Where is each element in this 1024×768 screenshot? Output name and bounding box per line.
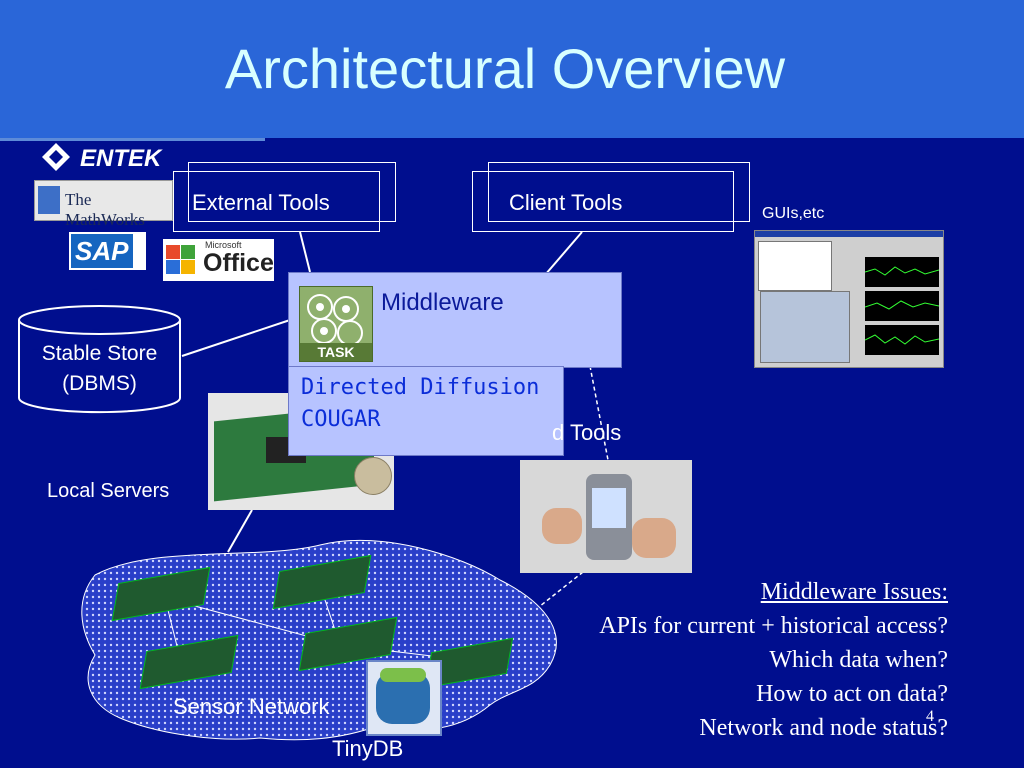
issue-item: Network and node status?	[699, 715, 948, 741]
sap-logo: SAP	[69, 232, 146, 270]
client-tools-box: Client Tools	[472, 171, 734, 232]
middleware-label: Middleware	[381, 289, 504, 316]
office-small-text: Microsoft	[205, 240, 242, 250]
directed-diffusion-label: Directed Diffusion	[301, 375, 540, 400]
handheld-tools-label: d Tools	[552, 420, 622, 445]
tinydb-mote-image	[366, 660, 442, 736]
office-icon-red	[166, 245, 180, 259]
task-text: TASK	[317, 344, 354, 360]
entek-text: ENTEK	[80, 145, 163, 172]
line-handheld-to-middleware	[589, 365, 609, 461]
stable-store-cylinder: Stable Store (DBMS)	[17, 304, 182, 414]
entek-logo: ENTEK	[42, 140, 177, 174]
issues-heading: Middleware Issues:	[760, 579, 948, 605]
office-icon-green	[181, 245, 195, 259]
mathworks-logo: The MathWorks	[34, 180, 173, 229]
local-servers-label: Local Servers	[47, 480, 170, 502]
title-bar	[0, 0, 1024, 138]
office-logo: Microsoft Office	[163, 239, 274, 281]
page-number: 4	[926, 708, 934, 725]
external-tools-label: External Tools	[192, 190, 330, 215]
office-icon-yellow	[181, 260, 195, 274]
issue-item: APIs for current + historical access?	[599, 613, 948, 639]
sap-badge	[71, 234, 133, 268]
gui-screenshot-image	[754, 230, 944, 368]
sap-text: SAP	[75, 236, 129, 266]
external-tools-box: External Tools	[173, 171, 380, 232]
mathworks-icon	[38, 186, 60, 214]
office-text: Office	[203, 249, 274, 277]
task-logo: TASK	[299, 286, 373, 362]
mathworks-text: The MathWorks	[65, 190, 145, 229]
line-client-to-middleware	[544, 231, 583, 276]
line-external-to-middleware	[299, 231, 311, 273]
external-tools-back	[188, 162, 396, 222]
issue-item: Which data when?	[769, 647, 948, 673]
client-tools-label: Client Tools	[509, 190, 623, 215]
handheld-device-image	[520, 460, 692, 573]
line-servers-to-network	[227, 509, 253, 553]
office-icon-blue	[166, 260, 180, 274]
line-store-to-middleware	[181, 319, 291, 357]
sensor-network-label: Sensor Network	[173, 694, 330, 719]
header-divider	[0, 138, 265, 141]
protocols-box: Directed Diffusion COUGAR	[288, 366, 564, 456]
issue-item: How to act on data?	[756, 681, 948, 707]
cougar-label: COUGAR	[301, 407, 381, 432]
client-tools-back	[488, 162, 750, 222]
guis-label: GUIs,etc	[762, 205, 825, 222]
tinydb-label: TinyDB	[332, 736, 404, 761]
stable-store-sublabel: (DBMS)	[62, 372, 137, 395]
stable-store-label: Stable Store	[41, 342, 158, 365]
slide-title: Architectural Overview	[224, 37, 786, 100]
middleware-issues-list: Middleware Issues: APIs for current + hi…	[599, 575, 948, 745]
